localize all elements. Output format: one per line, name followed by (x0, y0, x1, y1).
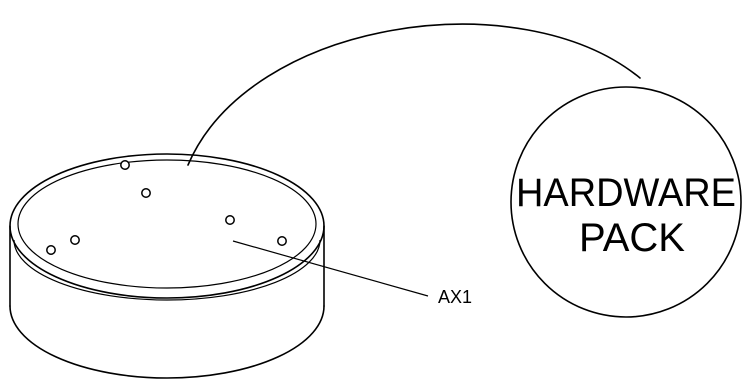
hardware-pack-callout: HARDWARE PACK (510, 86, 742, 318)
ax1-callout: AX1 (232, 240, 472, 307)
hardware-pack-label-line2: PACK (579, 216, 685, 260)
bolt-hole (70, 235, 80, 245)
bolt-hole (225, 215, 235, 225)
bolt-hole (120, 160, 130, 170)
cylinder-bottom-edge (9, 305, 325, 379)
bolt-hole (277, 236, 287, 246)
cylinder-part (9, 153, 325, 379)
bolt-hole (46, 245, 56, 255)
cylinder-top-inner-ellipse (17, 159, 317, 289)
cylinder-top-rim-edge (13, 239, 321, 301)
ax1-leader-line (232, 240, 429, 297)
bolt-hole (141, 188, 151, 198)
connector-arc (187, 23, 641, 166)
hardware-pack-label-line1: HARDWARE (516, 171, 736, 215)
hardware-pack-circle (510, 86, 742, 318)
cylinder-top-outer-ellipse (9, 153, 325, 299)
ax1-label: AX1 (438, 287, 472, 307)
